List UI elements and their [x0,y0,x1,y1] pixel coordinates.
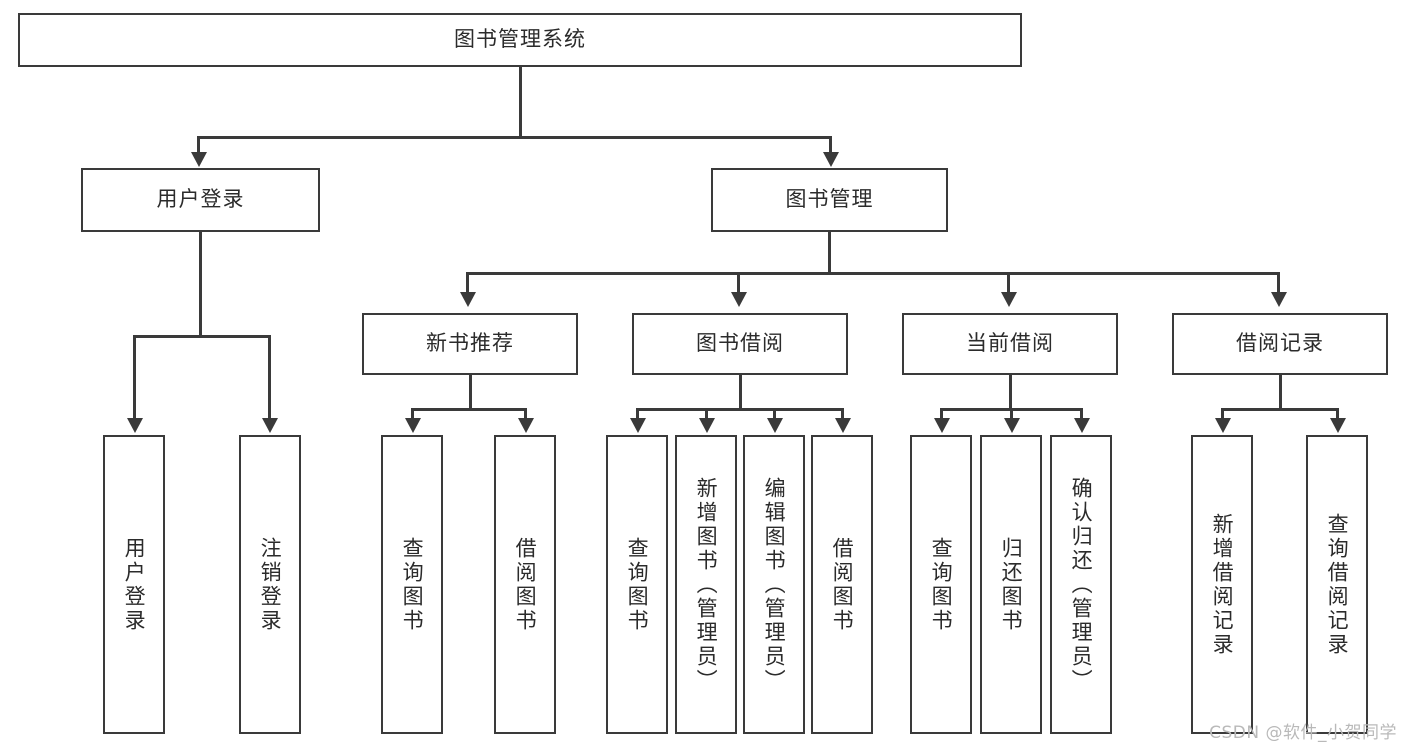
node-label: 图书借阅 [696,331,784,356]
node-label: 借阅图书 [830,536,855,633]
edge-book-mgmt-to-book-borrow [737,272,740,294]
node-label: 图书管理 [785,187,874,212]
node-label: 用户登录 [122,536,147,633]
leaf-current-borrow-1[interactable]: 查询图书 [910,435,972,734]
arrow-current-borrow-to-leaf-3 [1074,418,1090,433]
edge-borrow-record-stem [1279,375,1282,410]
leaf-user-login-2[interactable]: 注销登录 [239,435,301,734]
edge-book-borrow-to-leaf-2 [705,408,708,420]
edge-book-borrow-to-leaf-4 [841,408,844,420]
edge-user-login-to-leaf-1 [133,335,136,420]
node-label: 借阅图书 [513,536,538,633]
arrow-book-borrow-to-leaf-4 [835,418,851,433]
edge-book-mgmt-to-current-borrow [1007,272,1010,294]
node-label: 归还图书 [999,536,1024,633]
leaf-book-borrow-1[interactable]: 查询图书 [606,435,668,734]
leaf-book-borrow-3[interactable]: 编辑图书（管理员） [743,435,805,734]
node-label: 新增借阅记录 [1210,512,1235,657]
edge-new-book-bus [411,408,527,411]
node-label: 查询图书 [929,536,954,633]
arrow-current-borrow-to-leaf-1 [934,418,950,433]
node-label: 新书推荐 [426,331,514,356]
edge-borrow-record-to-leaf-2 [1336,408,1339,420]
arrow-borrow-record-to-leaf-2 [1330,418,1346,433]
leaf-borrow-record-1[interactable]: 新增借阅记录 [1191,435,1253,734]
node-label: 用户登录 [156,187,245,212]
edge-book-borrow-to-leaf-1 [636,408,639,420]
node-label: 注销登录 [258,536,283,633]
edge-new-book-stem [469,375,472,410]
edge-book-mgmt-bus [466,272,1280,275]
edge-root-stem [519,67,522,138]
edge-current-borrow-to-leaf-2 [1010,408,1013,420]
edge-current-borrow-stem [1009,375,1012,410]
leaf-user-login-1[interactable]: 用户登录 [103,435,165,734]
edge-current-borrow-to-leaf-3 [1080,408,1083,420]
edge-new-book-to-leaf-1 [411,408,414,420]
leaf-new-book-1[interactable]: 查询图书 [381,435,443,734]
node-user-login[interactable]: 用户登录 [81,168,320,232]
edge-root-bus [197,136,832,139]
arrow-current-borrow-to-leaf-2 [1004,418,1020,433]
node-label: 查询图书 [400,536,425,633]
edge-user-login-stem [199,232,202,337]
node-label: 查询图书 [625,536,650,633]
edge-book-borrow-to-leaf-3 [773,408,776,420]
node-book-borrow[interactable]: 图书借阅 [632,313,848,375]
arrow-user-login-to-leaf-2 [262,418,278,433]
edge-book-mgmt-stem [828,232,831,274]
arrow-book-borrow-to-leaf-1 [630,418,646,433]
node-label: 新增图书（管理员） [694,476,719,693]
arrow-new-book-to-leaf-1 [405,418,421,433]
arrow-book-borrow-to-leaf-2 [699,418,715,433]
leaf-book-borrow-4[interactable]: 借阅图书 [811,435,873,734]
node-label: 确认归还（管理员） [1069,476,1094,693]
edge-user-login-bus [133,335,268,338]
edge-new-book-to-leaf-2 [524,408,527,420]
node-label: 查询借阅记录 [1325,512,1350,657]
node-root-library-system[interactable]: 图书管理系统 [18,13,1022,67]
edge-root-to-user-login [197,136,200,154]
node-borrow-record[interactable]: 借阅记录 [1172,313,1388,375]
edge-root-to-book-mgmt [829,136,832,154]
arrow-root-to-user-login [191,152,207,167]
node-label: 当前借阅 [966,331,1054,356]
leaf-new-book-2[interactable]: 借阅图书 [494,435,556,734]
edge-book-mgmt-to-borrow-record [1277,272,1280,294]
arrow-book-mgmt-to-borrow-record [1271,292,1287,307]
node-label: 图书管理系统 [454,27,586,52]
arrow-root-to-book-mgmt [823,152,839,167]
watermark-text: CSDN @软件_小贺同学 [1209,723,1397,743]
arrow-book-mgmt-to-current-borrow [1001,292,1017,307]
leaf-current-borrow-3[interactable]: 确认归还（管理员） [1050,435,1112,734]
node-book-management[interactable]: 图书管理 [711,168,948,232]
arrow-book-mgmt-to-new-book [460,292,476,307]
edge-borrow-record-bus [1221,408,1339,411]
arrow-book-mgmt-to-book-borrow [731,292,747,307]
leaf-current-borrow-2[interactable]: 归还图书 [980,435,1042,734]
edge-borrow-record-to-leaf-1 [1221,408,1224,420]
edge-user-login-to-leaf-2 [268,335,271,420]
node-label: 借阅记录 [1236,331,1324,356]
leaf-book-borrow-2[interactable]: 新增图书（管理员） [675,435,737,734]
node-current-borrow[interactable]: 当前借阅 [902,313,1118,375]
edge-current-borrow-to-leaf-1 [940,408,943,420]
arrow-book-borrow-to-leaf-3 [767,418,783,433]
edge-book-borrow-stem [739,375,742,410]
edge-book-mgmt-to-new-book [466,272,469,294]
leaf-borrow-record-2[interactable]: 查询借阅记录 [1306,435,1368,734]
node-new-book-recommend[interactable]: 新书推荐 [362,313,578,375]
arrow-user-login-to-leaf-1 [127,418,143,433]
arrow-borrow-record-to-leaf-1 [1215,418,1231,433]
node-label: 编辑图书（管理员） [762,476,787,693]
edge-book-borrow-bus [636,408,843,411]
arrow-new-book-to-leaf-2 [518,418,534,433]
